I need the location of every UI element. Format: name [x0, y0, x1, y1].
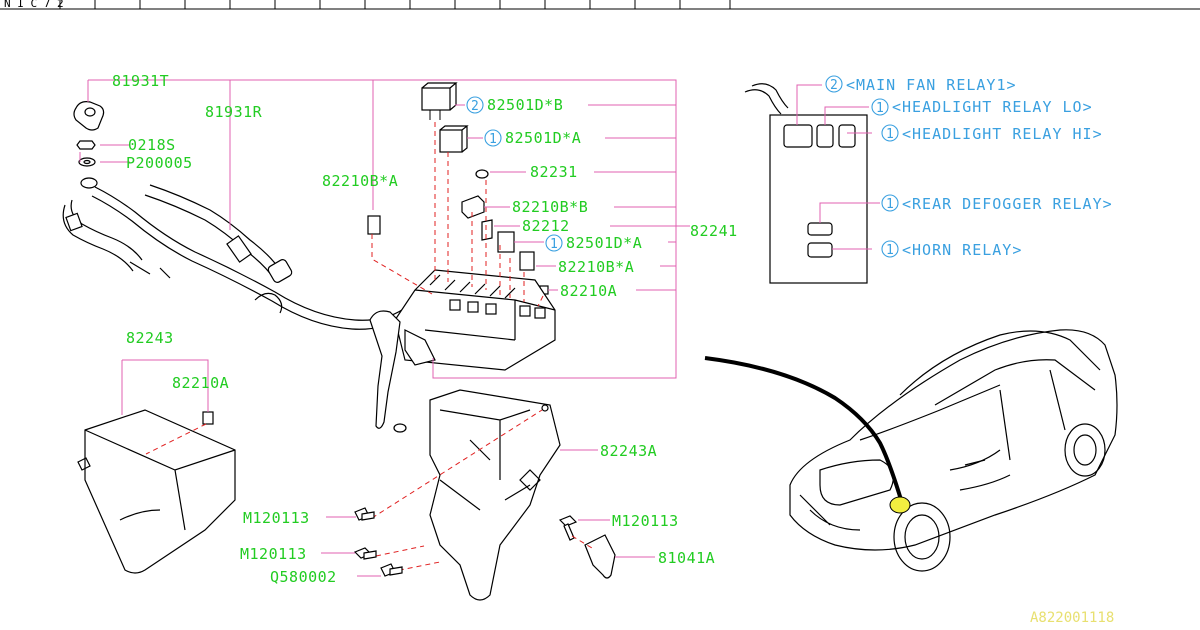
- relay-qty-main-fan: 2: [830, 78, 838, 93]
- label-81931R: 81931R: [205, 103, 263, 121]
- label-82241: 82241: [690, 222, 738, 240]
- label-Q580002: Q580002: [270, 568, 337, 586]
- relay-qty-headlight-lo: 1: [876, 101, 884, 116]
- label-82501D-A-low: 82501D*A: [566, 234, 642, 252]
- relay-qty-headlight-hi: 1: [886, 127, 894, 142]
- qty-82501DA-top: 1: [489, 132, 497, 147]
- relay-layout-panel: [744, 83, 880, 284]
- label-82231: 82231: [530, 163, 578, 181]
- header-left-text: N I C 7 2: [4, 0, 64, 10]
- leaders-center: [79, 79, 690, 379]
- label-81931T: 81931T: [112, 72, 169, 90]
- fuse-box-location-marker: [889, 496, 911, 514]
- relay-headlight-lo: <HEADLIGHT RELAY LO>: [892, 98, 1093, 116]
- label-82210A-left: 82210A: [172, 374, 229, 392]
- qty-82501DA-low: 1: [550, 237, 558, 252]
- label-M120113-c: M120113: [612, 512, 679, 530]
- install-lines-center: [371, 122, 544, 307]
- label-82501D-B: 82501D*B: [487, 96, 563, 114]
- label-82243: 82243: [126, 329, 174, 347]
- label-81041A: 81041A: [658, 549, 715, 567]
- label-82210B-B: 82210B*B: [512, 198, 588, 216]
- label-82243A: 82243A: [600, 442, 657, 460]
- qty-circle-82501DB: [466, 96, 484, 114]
- qty-82501DB: 2: [471, 99, 479, 114]
- label-82210A-right: 82210A: [560, 282, 617, 300]
- label-82501D-A-top: 82501D*A: [505, 129, 581, 147]
- label-P200005: P200005: [126, 154, 193, 172]
- relay-qty-rear-defogger: 1: [886, 197, 894, 212]
- qty-circle-82501DA-top: [484, 129, 502, 147]
- label-M120113-b: M120113: [240, 545, 307, 563]
- relay-main-fan-relay1: <MAIN FAN RELAY1>: [846, 76, 1017, 94]
- wire-harness: [62, 101, 446, 330]
- fuse-box-cover: [77, 359, 236, 574]
- relay-headlight-hi: <HEADLIGHT RELAY HI>: [902, 125, 1103, 143]
- label-0218S: 0218S: [128, 136, 176, 154]
- bolts: [353, 507, 616, 579]
- relay-horn: <HORN RELAY>: [902, 241, 1022, 259]
- relay-qty-horn: 1: [886, 243, 894, 258]
- label-M120113-a: M120113: [243, 509, 310, 527]
- qty-circle-82501DA-low: [545, 234, 563, 252]
- header-strip: N I C 7 2: [0, 0, 1200, 10]
- relay-rear-defogger: <REAR DEFOGGER RELAY>: [902, 195, 1113, 213]
- leaders-bottom: [321, 449, 655, 577]
- label-82212: 82212: [522, 217, 570, 235]
- part-labels: 81931T 81931R 0218S P200005 82210B*A 2 8…: [112, 72, 738, 586]
- figure-reference: A822001118: [1030, 610, 1114, 626]
- label-82210B-A-right: 82210B*A: [558, 258, 634, 276]
- relay-legend: 2 <MAIN FAN RELAY1> 1 <HEADLIGHT RELAY L…: [825, 75, 1113, 259]
- fuse-box-tray: [371, 389, 561, 601]
- label-82210B-A-left: 82210B*A: [322, 172, 398, 190]
- vehicle-locator: [704, 329, 1118, 572]
